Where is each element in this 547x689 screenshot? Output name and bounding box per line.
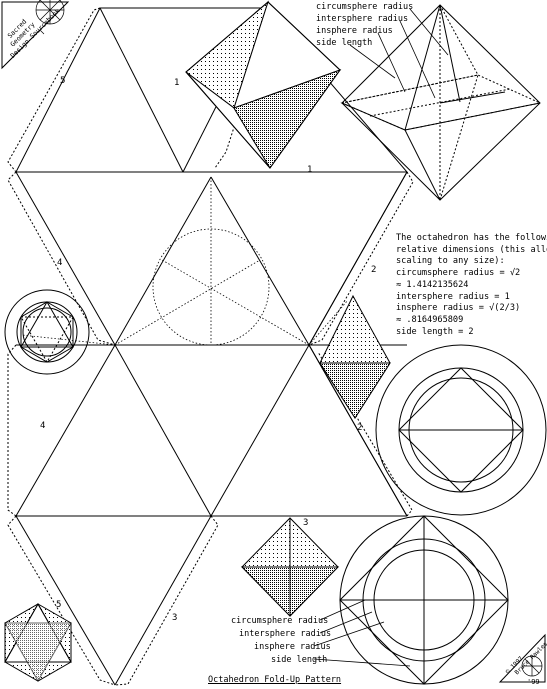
median-line [114,259,261,346]
callout-circumsphere: circumsphere radius [231,616,328,626]
right-circles-square [375,344,547,516]
info-line: relative dimensions (this allows [396,244,547,255]
net-fold-line [15,171,116,346]
net-fold-line [15,515,116,686]
wireframe-octahedron [340,4,542,201]
callout-circumsphere: circumsphere radius [316,2,413,12]
edge-label-4: 4 [57,258,62,268]
net-fold-line [114,344,212,517]
median-line [161,259,310,346]
glue-tab [7,7,101,173]
shaded-octahedron-top [185,0,342,169]
edge-labels: 1 1 2 2 3 3 4 4 5 5 [40,76,376,623]
info-line: ≈ .8164965809 [396,314,464,325]
info-line: circumsphere radius = √2 [396,268,521,279]
edge-label-1: 1 [174,78,179,88]
net-fold-line [114,515,212,686]
badge-top-left: Sacred Geometry Design Sourcebook [1,0,70,70]
badge-bottom-right: © 1997 Bruce Rawles '99 [498,633,547,686]
net-fold-line [15,344,116,517]
shaded-square-bottom [240,517,340,617]
glue-tab [7,344,17,517]
callout-intersphere: intersphere radius [316,14,408,24]
glue-tab [114,515,219,686]
net-fold-line [99,7,184,173]
glue-tab [7,515,116,686]
info-line: side length = 2 [396,326,474,337]
shaded-square-right [319,294,391,419]
inscribed-circle [152,228,270,346]
callout-side-length: side length [271,655,327,665]
edge-label-5: 5 [60,76,65,86]
edge-label-5: 5 [56,600,61,610]
edge-label-3: 3 [303,518,308,528]
edge-label-2: 2 [357,423,362,433]
net-fold-line [308,344,408,517]
callout-insphere: insphere radius [316,26,393,36]
info-line: ≈ 1.4142135624 [396,279,469,290]
fold-up-net [15,7,409,686]
info-line: intersphere radius = 1 [396,291,510,302]
central-construction [21,177,349,346]
shaded-hexagon [4,602,72,683]
edge-label-2: 2 [371,265,376,275]
edge-label-3: 3 [172,613,177,623]
edge-label-1: 1 [307,165,312,175]
bottom-callouts: circumsphere radius intersphere radius i… [231,599,411,667]
glue-tab [308,171,414,346]
callout-insphere: insphere radius [254,642,331,652]
net-fold-line [210,176,310,346]
top-callouts: circumsphere radius intersphere radius i… [316,2,449,99]
glue-tab [7,171,116,346]
callout-side-length: side length [316,38,372,48]
info-line: scaling to any size): [396,256,505,267]
pattern-caption: Octahedron Fold-Up Pattern [208,675,342,685]
info-line: insphere radius = √(2/3) [396,303,521,314]
callout-intersphere: intersphere radius [239,629,331,639]
bottom-right-circles [339,515,509,685]
dimension-info: The octahedron has the following relativ… [396,233,547,338]
edge-label-4: 4 [40,421,45,431]
badge-year: '99 [527,678,540,686]
left-circles-hexagon [4,289,90,375]
info-line: The octahedron has the following [396,233,547,243]
projection-line [308,299,349,346]
net-fold-line [210,344,310,517]
net-fold-line [308,171,408,346]
